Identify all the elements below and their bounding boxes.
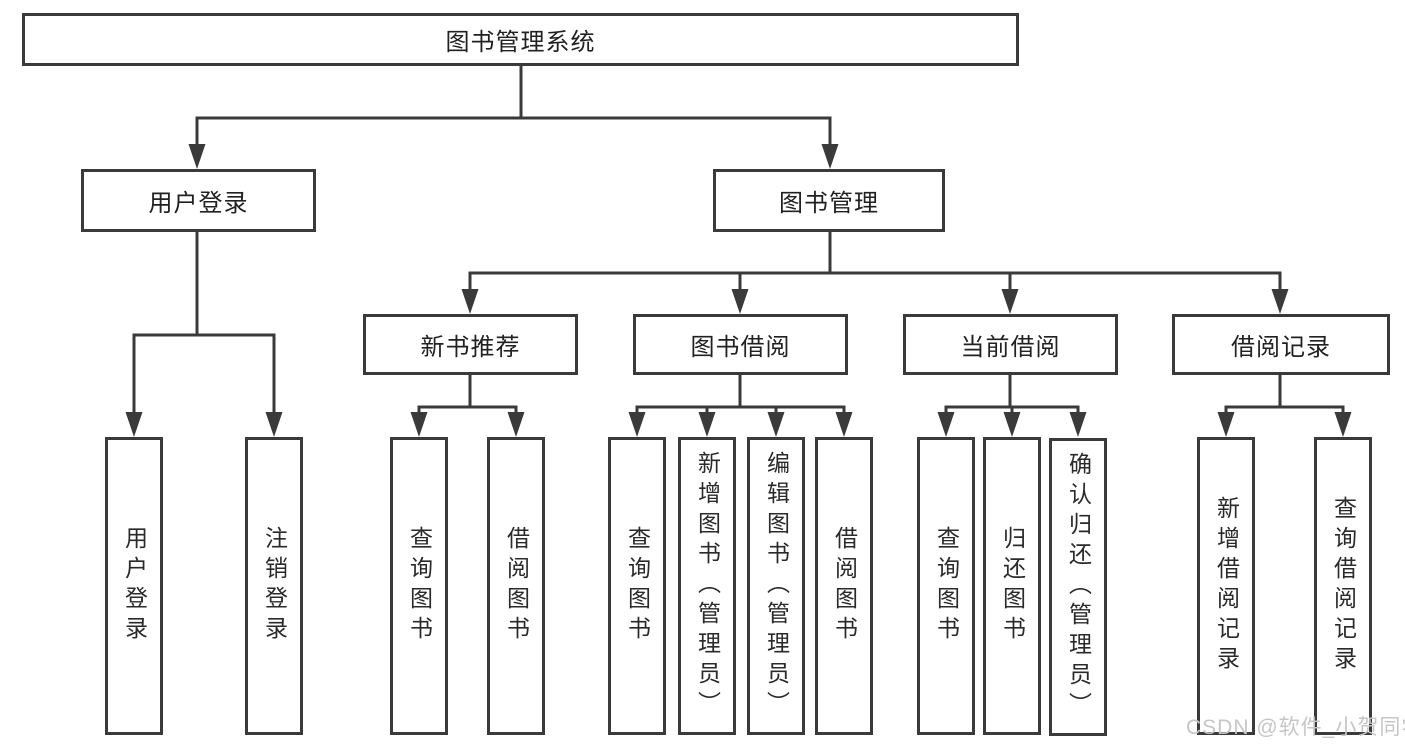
node-label: 图书管理 [779,190,879,217]
node-label: 图书管理系统 [445,29,596,56]
leaf-add-book-admin: 新增图书（管理员） [678,437,736,735]
leaf-add-borrow-record: 新增借阅记录 [1197,437,1255,735]
connector-shafts [132,64,1345,417]
arrowhead [188,144,206,169]
node-label: 确认归还（管理员） [1065,452,1092,722]
arrowhead [1334,412,1352,437]
node-label: 新增借阅记录 [1213,496,1240,676]
leaf-query-books-current: 查询图书 [917,437,975,735]
leaf-borrow-books-recommend: 借阅图书 [487,437,545,735]
node-label: 用户登录 [148,190,249,217]
node-label: 借阅图书 [831,526,858,646]
arrowhead [698,412,716,437]
node-book-management: 图书管理 [713,169,945,232]
node-label: 新书推荐 [420,334,521,361]
arrowhead [1001,289,1019,314]
node-label: 借阅图书 [503,526,530,646]
arrowhead [767,412,785,437]
arrowhead [507,412,525,437]
node-label: 查询借阅记录 [1330,496,1357,676]
node-library-management-system: 图书管理系统 [22,13,1019,66]
node-label: 借阅记录 [1231,334,1331,361]
node-label: 用户登录 [121,526,148,646]
arrowhead [731,289,749,314]
leaf-query-books-borrowing: 查询图书 [608,437,666,735]
node-book-borrowing: 图书借阅 [633,314,848,375]
arrowhead [125,412,143,437]
node-label: 编辑图书（管理员） [763,451,790,721]
node-current-borrowing: 当前借阅 [903,314,1118,375]
leaf-confirm-return-admin: 确认归还（管理员） [1049,438,1107,736]
node-label: 查询图书 [624,526,651,646]
node-user-login: 用户登录 [81,169,316,232]
node-label: 图书借阅 [690,334,791,361]
arrowhead [1271,289,1289,314]
arrowhead [1003,412,1021,437]
arrowhead [410,412,428,437]
arrowheads [125,144,1352,437]
node-label: 查询图书 [406,526,433,646]
csdn-watermark: CSDN @软件_小贺同学 [1186,716,1405,739]
arrowhead [461,289,479,314]
leaf-query-books-recommend: 查询图书 [390,437,448,735]
node-label: 当前借阅 [960,334,1061,361]
leaf-user-login: 用户登录 [105,437,163,735]
arrowhead [1069,412,1087,437]
node-borrowing-records: 借阅记录 [1172,314,1390,375]
leaf-edit-book-admin: 编辑图书（管理员） [747,437,805,735]
node-label: 归还图书 [999,526,1026,646]
arrowhead [628,412,646,437]
leaf-logout: 注销登录 [245,437,303,735]
node-label: 新增图书（管理员） [694,451,721,721]
leaf-return-books: 归还图书 [983,437,1041,735]
arrowhead [265,412,283,437]
arrowhead [1217,412,1235,437]
node-label: 注销登录 [261,526,288,646]
leaf-query-borrow-record: 查询借阅记录 [1314,437,1372,735]
arrowhead [835,412,853,437]
node-new-book-recommendation: 新书推荐 [363,314,578,375]
arrowhead [937,412,955,437]
node-label: 查询图书 [933,526,960,646]
leaf-borrow-books-borrowing: 借阅图书 [815,437,873,735]
arrowhead [821,144,839,169]
